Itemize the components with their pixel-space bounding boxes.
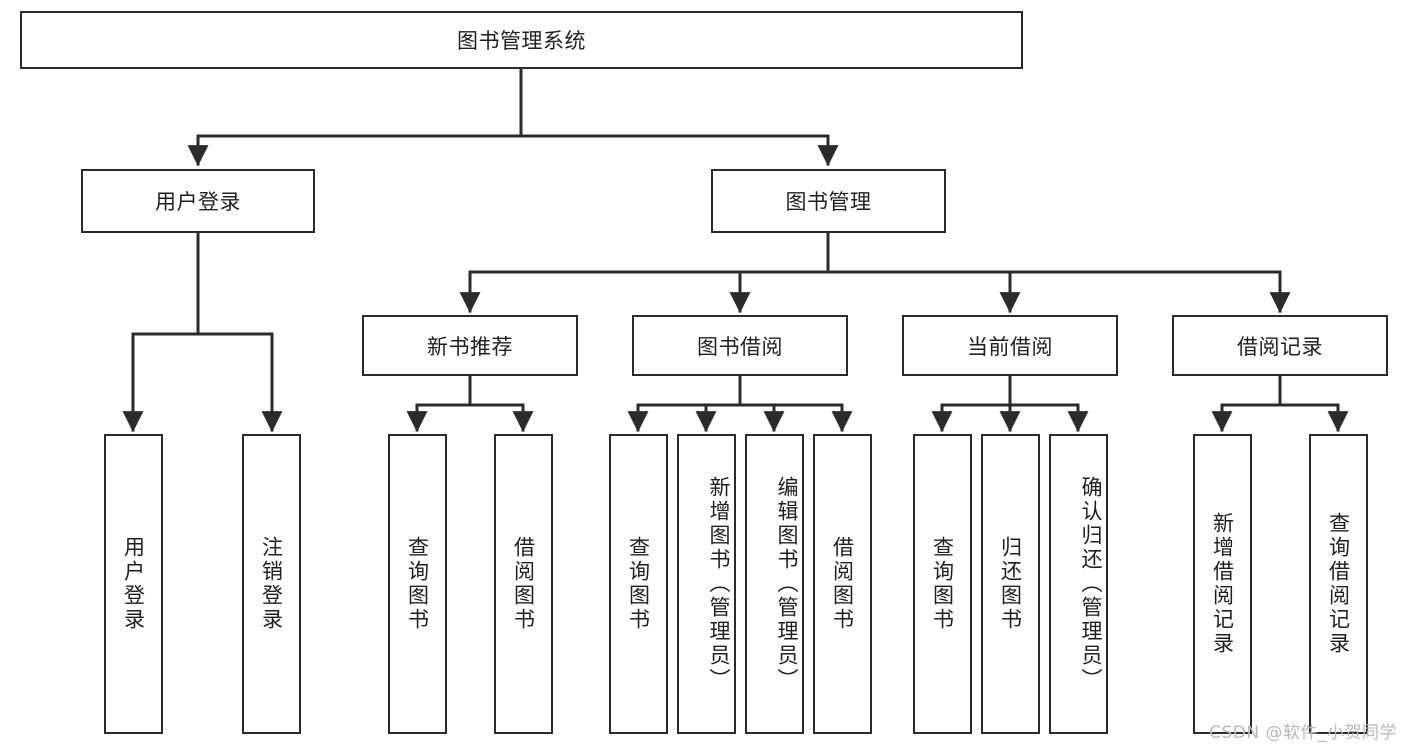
leaf-book-borrow-edit[interactable]: 编辑图书（管理员） (745, 434, 804, 734)
node-label: 确认归还（管理员） (1079, 476, 1103, 692)
node-label: 编辑图书（管理员） (775, 476, 799, 692)
leaf-new-book-borrow[interactable]: 借阅图书 (494, 434, 553, 734)
leaf-borrow-record-add[interactable]: 新增借阅记录 (1193, 434, 1252, 734)
node-label: 图书管理系统 (457, 29, 586, 53)
leaf-book-borrow-add[interactable]: 新增图书（管理员） (677, 434, 736, 734)
node-label: 查询图书 (930, 536, 955, 632)
node-borrow-record[interactable]: 借阅记录 (1172, 315, 1388, 376)
node-book-borrow[interactable]: 图书借阅 (632, 315, 848, 376)
watermark: CSDN @软件_小贺同学 (1209, 723, 1397, 743)
node-label: 图书管理 (785, 190, 872, 214)
node-label: 新增图书（管理员） (707, 476, 731, 692)
node-label: 查询图书 (626, 536, 651, 632)
node-user-login[interactable]: 用户登录 (81, 169, 315, 233)
node-label: 新书推荐 (427, 334, 513, 359)
node-label: 查询借阅记录 (1326, 512, 1351, 656)
node-label: 借阅图书 (511, 536, 536, 632)
node-current-borrow[interactable]: 当前借阅 (902, 315, 1118, 376)
leaf-user-login-signin[interactable]: 用户登录 (104, 434, 163, 734)
leaf-new-book-query[interactable]: 查询图书 (388, 434, 447, 734)
node-book-management[interactable]: 图书管理 (711, 169, 946, 233)
node-label: 新增借阅记录 (1210, 512, 1235, 656)
node-label: 归还图书 (998, 536, 1023, 632)
leaf-book-borrow-query[interactable]: 查询图书 (609, 434, 668, 734)
leaf-user-login-signout[interactable]: 注销登录 (242, 434, 301, 734)
leaf-current-borrow-query[interactable]: 查询图书 (913, 434, 972, 734)
leaf-current-borrow-return[interactable]: 归还图书 (981, 434, 1040, 734)
node-label: 借阅记录 (1237, 334, 1323, 359)
node-label: 注销登录 (259, 536, 284, 632)
node-label: 借阅图书 (830, 536, 855, 632)
node-label: 当前借阅 (967, 334, 1053, 359)
leaf-borrow-record-query[interactable]: 查询借阅记录 (1309, 434, 1368, 734)
node-label: 用户登录 (155, 190, 241, 214)
leaf-book-borrow-lend[interactable]: 借阅图书 (813, 434, 872, 734)
node-new-book-recommend[interactable]: 新书推荐 (362, 315, 578, 376)
node-label: 查询图书 (405, 536, 430, 632)
leaf-current-borrow-confirm-return[interactable]: 确认归还（管理员） (1049, 434, 1108, 734)
node-root-system[interactable]: 图书管理系统 (20, 11, 1023, 69)
node-label: 图书借阅 (697, 334, 783, 359)
node-label: 用户登录 (121, 536, 146, 632)
